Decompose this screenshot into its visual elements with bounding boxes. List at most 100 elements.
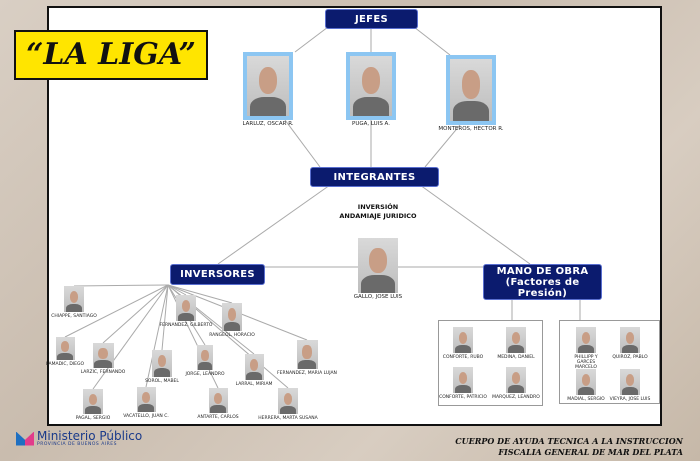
mano_obra-person: PHILLIPP Y GARCES MARCELO <box>546 327 626 370</box>
person-photo <box>243 52 293 120</box>
connector-line <box>419 184 531 265</box>
connector-line <box>413 26 451 56</box>
connector-line <box>424 124 461 168</box>
inversores-person: HERRERA, MARTA SUSANA <box>248 388 328 421</box>
inversores-person: LARRAL, MIRIAM <box>214 354 294 387</box>
integrantes-note: INVERSIÓN ANDAMIAJE JURIDICO <box>318 203 438 221</box>
person-photo <box>346 52 396 120</box>
person-photo <box>197 345 213 370</box>
connector-line <box>161 284 169 351</box>
footer-credit: CUERPO DE AYUDA TECNICA A LA INSTRUCCION… <box>455 436 683 458</box>
mano-obra-group-right <box>559 320 660 404</box>
inversores-person: FERNANDEZ, GILBERTO <box>146 295 226 328</box>
person-photo <box>506 367 526 393</box>
person-photo <box>453 327 473 353</box>
person-name: LARLUZ, OSCAR R. <box>242 121 294 127</box>
person-name: FERNANDEZ, GILBERTO <box>159 323 213 328</box>
person-photo <box>244 354 264 380</box>
mano-de-obra-label: MANO DE OBRA <box>496 265 589 277</box>
inversores-person: LAMADIC, DIEGO <box>25 337 105 367</box>
person-name: RANGEOL, HORACIO <box>209 333 255 338</box>
inversores-label: INVERSORES <box>180 269 255 280</box>
person-photo <box>176 295 196 321</box>
person-name: LARZIC, FERNANDO <box>80 370 126 375</box>
person-name: CONFORTE, PATRICIO <box>439 395 487 400</box>
logo-icon <box>16 431 34 446</box>
person-photo <box>620 327 640 353</box>
connector-line <box>102 284 169 344</box>
integrantes-box: INTEGRANTES <box>310 167 439 187</box>
person-photo <box>83 389 103 414</box>
mano_obra-person: QUIROZ, PABLO <box>590 327 670 360</box>
connector-line <box>167 284 233 304</box>
person-photo <box>296 340 318 369</box>
person-name: MARQUEZ, LEANDRO <box>492 395 540 400</box>
central-person: GALLO, JOSE LUIS <box>338 238 418 300</box>
mano-de-obra-box: MANO DE OBRA(Factores de Presión) <box>483 264 602 300</box>
mano_obra-person: MARQUEZ, LEANDRO <box>476 367 556 400</box>
person-name: PAGAL, SERGIO <box>75 416 111 421</box>
mano_obra-person: CONFORTE, RUBO <box>423 327 503 360</box>
person-name: ANTARTE, CARLOS <box>197 415 239 420</box>
connector-line <box>145 284 169 388</box>
person-name: GALLO, JOSE LUIS <box>353 294 403 300</box>
inversores-person: VACATELLO, JUAN C. <box>106 387 186 419</box>
footer-line-1: CUERPO DE AYUDA TECNICA A LA INSTRUCCION <box>455 436 683 446</box>
integrantes-label: INTEGRANTES <box>333 171 416 183</box>
person-photo <box>576 369 596 395</box>
jefes-box: JEFES <box>325 9 418 29</box>
jefes-label: JEFES <box>355 13 388 25</box>
inversores-person: LARZIC, FERNANDO <box>63 343 143 375</box>
factores-presion-label: (Factores de Presión) <box>505 276 580 299</box>
person-photo <box>358 238 398 293</box>
person-name: VIEYRA, JOSE LUIS <box>609 397 651 402</box>
jefes-person: LARLUZ, OSCAR R. <box>228 52 308 127</box>
jefes-person: MONTEROS, HECTOR R. <box>431 55 511 132</box>
logo-title: Ministerio Público <box>37 429 143 443</box>
person-name: QUIROZ, PABLO <box>612 355 648 360</box>
person-photo <box>620 369 640 395</box>
person-name: PUGA, LUIS A. <box>352 121 390 127</box>
inversores-person: SOROL, MABEL <box>122 350 202 384</box>
inversores-person: RANGEOL, HORACIO <box>192 303 272 338</box>
inversores-person: ANTARTE, CARLOS <box>178 388 258 420</box>
person-name: LAMADIC, DIEGO <box>45 362 85 367</box>
inversores-person: PAGAL, SERGIO <box>53 389 133 421</box>
mano_obra-person: VIEYRA, JOSE LUIS <box>590 369 670 402</box>
jefes-person: PUGA, LUIS A. <box>331 52 411 127</box>
inversores-person: JORGE, LEANDRO <box>165 345 245 377</box>
person-photo <box>506 327 526 353</box>
mano_obra-person: MADIAL, SERGIO <box>546 369 626 402</box>
footer-line-2: FISCALIA GENERAL DE MAR DEL PLATA <box>498 447 683 457</box>
mano_obra-person: MEDINA, DANIEL <box>476 327 556 360</box>
person-name: JORGE, LEANDRO <box>185 372 225 377</box>
person-photo <box>152 350 172 377</box>
mano_obra-person: CONFORTE, PATRICIO <box>423 367 503 400</box>
person-name: PHILLIPP Y GARCES MARCELO <box>574 355 598 370</box>
person-photo <box>64 286 84 312</box>
person-photo <box>55 337 75 360</box>
person-photo <box>453 367 473 393</box>
person-name: MEDINA, DANIEL <box>497 355 535 360</box>
person-photo <box>92 343 114 368</box>
person-name: LARRAL, MIRIAM <box>235 382 273 387</box>
inversion-text: INVERSIÓN <box>357 203 399 211</box>
connector-line <box>64 284 169 338</box>
connector-line <box>73 284 169 287</box>
title-banner: “LA LIGA” <box>14 30 208 80</box>
person-photo <box>278 388 298 414</box>
person-photo <box>136 387 156 412</box>
person-name: VACATELLO, JUAN C. <box>123 414 169 419</box>
person-photo <box>446 55 496 125</box>
person-name: CONFORTE, RUBO <box>442 355 484 360</box>
person-photo <box>208 388 228 413</box>
person-name: MADIAL, SERGIO <box>567 397 605 402</box>
logo-subtitle: PROVINCIA DE BUENOS AIRES <box>37 442 117 447</box>
person-photo <box>576 327 596 353</box>
person-name: MONTEROS, HECTOR R. <box>438 126 504 132</box>
person-name: SOROL, MABEL <box>145 379 179 384</box>
connector-line <box>284 119 321 168</box>
andamiaje-text: ANDAMIAJE JURIDICO <box>339 212 417 220</box>
person-name: FERNANDEZ, MARIA LUJAN <box>277 371 337 376</box>
